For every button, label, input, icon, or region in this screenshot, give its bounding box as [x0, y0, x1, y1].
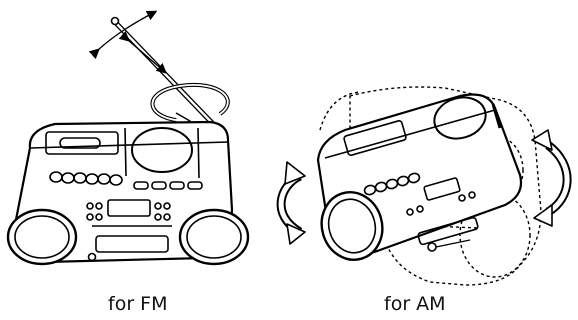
am-illustration [281, 87, 567, 285]
fm-right-speaker [180, 210, 248, 264]
caption-for-fm: for FM [108, 293, 168, 315]
fm-illustration [8, 12, 248, 264]
caption-for-am: for AM [384, 293, 446, 315]
telescopic-antenna [112, 18, 218, 129]
right-rotation-arrow [532, 130, 567, 226]
left-rotation-arrow [281, 162, 305, 244]
fm-left-speaker [8, 210, 76, 264]
